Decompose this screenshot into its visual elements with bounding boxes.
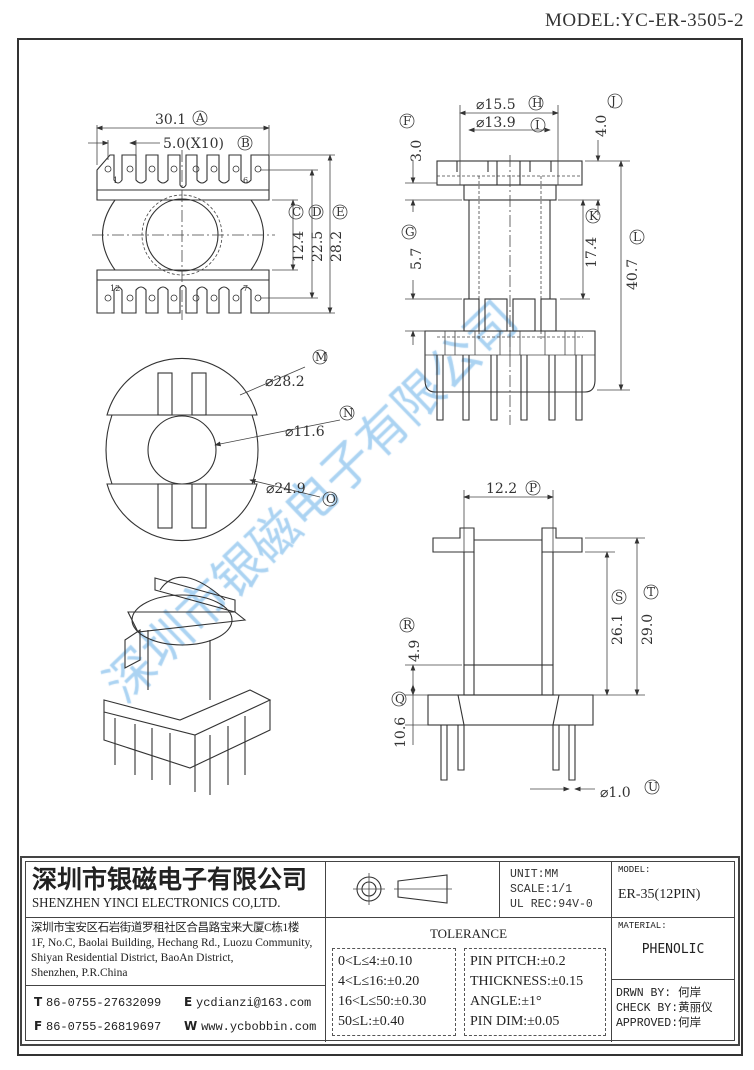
- email[interactable]: ycdianzi@163.com: [196, 996, 312, 1010]
- email-label: E: [184, 995, 193, 1009]
- dim-k: 17.4: [584, 237, 600, 268]
- dim-i: ⌀13.9: [476, 115, 516, 131]
- tolerance-title: TOLERANCE: [429, 926, 508, 941]
- tag-n: N: [343, 406, 354, 420]
- tag-k: K: [589, 209, 599, 223]
- pin-label: 7: [243, 284, 248, 293]
- fax: 86-0755-26819697: [46, 1020, 162, 1034]
- dim-o: ⌀24.9: [266, 481, 306, 497]
- tag-l: L: [633, 230, 641, 244]
- tolerance-item: PIN PITCH:±0.2: [470, 954, 566, 969]
- tolerance-item: 50≤L:±0.40: [338, 1014, 405, 1029]
- company-name-en: SHENZHEN YINCI ELECTRONICS CO,LTD.: [32, 896, 281, 911]
- dim-l: 40.7: [625, 259, 641, 290]
- tag-j: J: [609, 94, 616, 108]
- tag-s: S: [615, 590, 623, 604]
- fax-label: F: [34, 1019, 43, 1033]
- dim-n: ⌀11.6: [285, 424, 325, 440]
- model-header: MODEL:YC-ER-3505-2: [545, 10, 744, 31]
- dim-g: 5.7: [409, 248, 425, 270]
- tag-m: M: [315, 350, 327, 364]
- dim-u: ⌀1.0: [600, 785, 631, 801]
- dim-r: 4.9: [407, 640, 423, 662]
- tag-u: U: [648, 780, 658, 794]
- address-line: Shenzhen, P.R.China: [31, 967, 128, 979]
- tag-o: O: [326, 492, 336, 506]
- dim-m: ⌀28.2: [265, 374, 305, 390]
- title-block: 深圳市银磁电子有限公司 SHENZHEN YINCI ELECTRONICS C…: [20, 856, 740, 1046]
- dim-e: 28.2: [329, 231, 345, 262]
- approved-by: APPROVED:何岸: [616, 1017, 702, 1030]
- pin-label: 12: [110, 284, 120, 293]
- tag-d: D: [312, 205, 322, 219]
- tel-label: T: [34, 995, 43, 1009]
- side-view: ⌀15.5 H ⌀13.9 I 3.0 F 5.7 G 4.0 J 17.4 K…: [399, 93, 645, 425]
- tag-e: E: [336, 205, 345, 219]
- tolerance-other: PIN PITCH:±0.2 THICKNESS:±0.15 ANGLE:±1°…: [464, 948, 606, 1036]
- material-label: MATERIAL:: [618, 921, 667, 931]
- check-by: CHECK BY:黄丽仪: [616, 1002, 713, 1015]
- pin-label: 1: [113, 176, 118, 185]
- scale: SCALE:1/1: [510, 883, 573, 896]
- address-line: 1F, No.C, Baolai Building, Hechang Rd., …: [31, 937, 313, 949]
- tolerance-item: 4<L≤16:±0.20: [338, 974, 420, 989]
- tag-h: H: [532, 96, 542, 110]
- ul-rating: UL REC:94V-0: [510, 898, 593, 911]
- pin-label: 6: [243, 176, 248, 185]
- web-label: W: [184, 1019, 198, 1033]
- material-value: PHENOLIC: [641, 942, 705, 957]
- isometric-view: [103, 576, 272, 795]
- tag-p: P: [529, 481, 537, 495]
- top-view: 1 6 12 7 30.1 A 5.0(X10) B 12.4 22.5 28.…: [88, 110, 348, 320]
- tolerance-item: PIN DIM:±0.05: [470, 1014, 560, 1029]
- tolerance-length: 0<L≤4:±0.10 4<L≤16:±0.20 16<L≤50:±0.30 5…: [332, 948, 456, 1036]
- tag-b: B: [241, 136, 250, 150]
- dim-t: 29.0: [640, 614, 656, 645]
- tag-t: T: [647, 585, 655, 599]
- tag-q: Q: [395, 692, 405, 706]
- tag-g: G: [405, 225, 415, 239]
- unit: UNIT:MM: [510, 868, 559, 881]
- dim-p: 12.2: [486, 481, 517, 497]
- address-line: Shiyan Residential District, BaoAn Distr…: [31, 952, 234, 964]
- tag-c: C: [292, 205, 301, 219]
- tolerance-item: 0<L≤4:±0.10: [338, 954, 413, 969]
- dim-d: 22.5: [310, 231, 326, 262]
- front-view: 12.2 P 26.1 S 29.0 T 4.9 R 10.6 Q ⌀1.0 U: [391, 480, 660, 801]
- tag-r: R: [403, 618, 413, 632]
- tolerance-item: ANGLE:±1°: [470, 994, 542, 1009]
- dim-q: 10.6: [393, 717, 409, 748]
- dim-j: 4.0: [594, 115, 610, 137]
- company-name-cn: 深圳市银磁电子有限公司: [32, 865, 308, 894]
- tolerance-item: THICKNESS:±0.15: [470, 974, 584, 989]
- address-cn: 深圳市宝安区石岩街道罗租社区合昌路宝来大厦C栋1楼: [31, 922, 299, 934]
- tag-i: I: [535, 118, 540, 132]
- dim-h: ⌀15.5: [476, 97, 516, 113]
- tag-a: A: [195, 111, 205, 125]
- model-label: MODEL:: [618, 865, 651, 875]
- tel: 86-0755-27632099: [46, 996, 162, 1010]
- model-value: ER-35(12PIN): [618, 887, 701, 902]
- projection-symbol: [326, 862, 500, 918]
- flange-view: ⌀28.2 M ⌀11.6 N ⌀24.9 O: [105, 349, 355, 542]
- website[interactable]: www.ycbobbin.com: [201, 1020, 317, 1034]
- drawn-by: DRWN BY: 何岸: [616, 987, 702, 1000]
- tag-f: F: [403, 114, 411, 128]
- drawing-frame: [17, 38, 743, 1056]
- dim-s: 26.1: [610, 614, 626, 645]
- dim-b: 5.0(X10): [163, 136, 224, 152]
- tolerance-item: 16<L≤50:±0.30: [338, 994, 427, 1009]
- dim-a: 30.1: [155, 112, 186, 128]
- dim-f: 3.0: [409, 140, 425, 162]
- dim-c: 12.4: [291, 231, 307, 262]
